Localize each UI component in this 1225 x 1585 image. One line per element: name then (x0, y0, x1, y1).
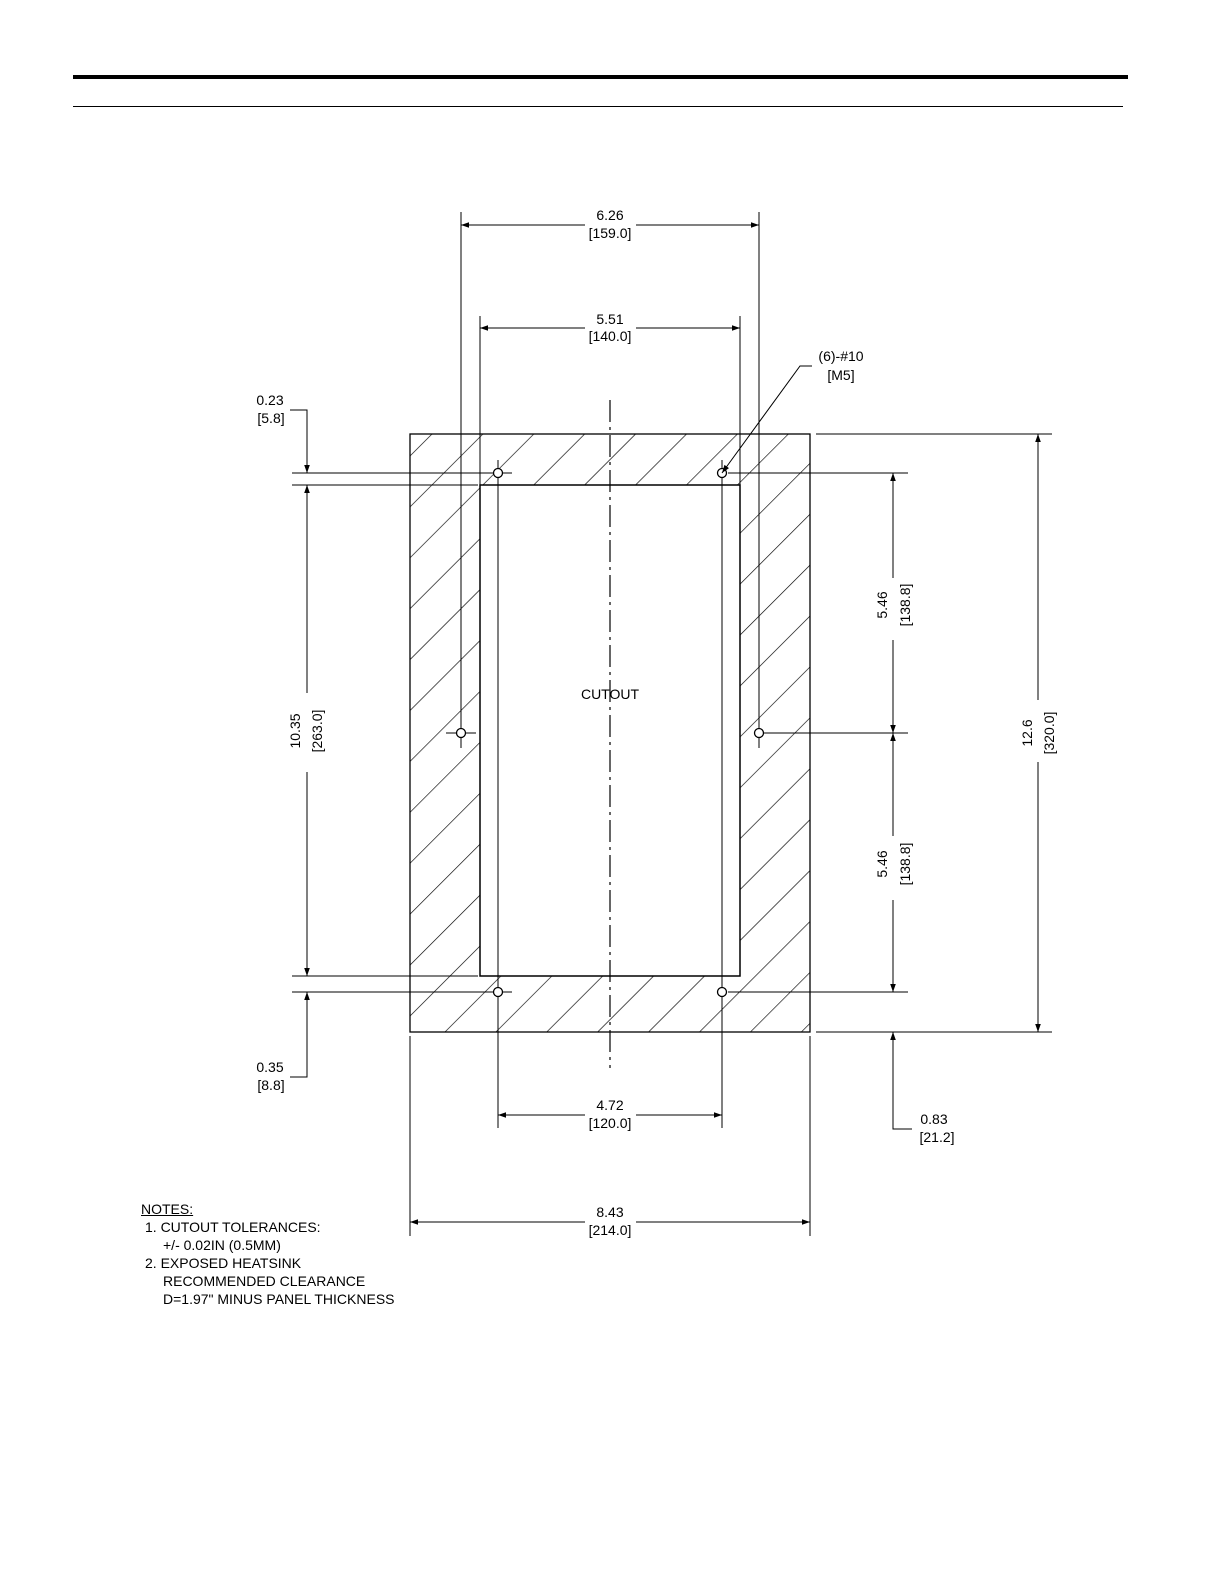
mounting-hole (494, 469, 503, 478)
notes-block: NOTES: 1. CUTOUT TOLERANCES: +/- 0.02IN … (141, 1200, 395, 1308)
dim-lower-hole-spacing-in: 5.46 (874, 850, 890, 877)
mounting-hole (457, 729, 466, 738)
dim-lower-hole-spacing-mm: [138.8] (897, 843, 913, 886)
dim-cutout-width-mm: [140.0] (589, 328, 632, 344)
dim-overall-height-in: 12.6 (1019, 719, 1035, 746)
dim-overall-width-mm: [214.0] (589, 1222, 632, 1238)
dim-overall-height-mm: [320.0] (1041, 712, 1057, 755)
dim-bottom-offset-in: 0.35 (256, 1059, 283, 1075)
dim-cutout-height-in: 10.35 (287, 713, 303, 748)
dim-overall-hole-width-mm: [159.0] (589, 225, 632, 241)
dim-overall-width-in: 8.43 (596, 1204, 623, 1220)
note-line: 1. CUTOUT TOLERANCES: (141, 1218, 395, 1236)
screw-metric-label: [M5] (827, 367, 854, 383)
dim-bottom-hole-width-mm: [120.0] (589, 1115, 632, 1131)
dim-cutout-width-in: 5.51 (596, 311, 623, 327)
dim-top-offset-in: 0.23 (256, 392, 283, 408)
cutout-label: CUTOUT (581, 686, 640, 702)
screw-count-label: (6)-#10 (818, 348, 863, 364)
dim-top-offset-mm: [5.8] (257, 410, 284, 426)
note-line: D=1.97" MINUS PANEL THICKNESS (141, 1290, 395, 1308)
note-line: RECOMMENDED CLEARANCE (141, 1272, 395, 1290)
dim-cutout-height-mm: [263.0] (309, 710, 325, 753)
dim-bottom-hole-width-in: 4.72 (596, 1097, 623, 1113)
dim-bottom-edge-offset-in: 0.83 (920, 1111, 947, 1127)
mounting-hole (494, 988, 503, 997)
note-line: 2. EXPOSED HEATSINK (141, 1254, 395, 1272)
mounting-hole (718, 988, 727, 997)
dim-bottom-offset-mm: [8.8] (257, 1077, 284, 1093)
dim-overall-hole-width-in: 6.26 (596, 207, 623, 223)
notes-header: NOTES: (141, 1200, 395, 1218)
mounting-hole (755, 729, 764, 738)
note-line: +/- 0.02IN (0.5MM) (141, 1236, 395, 1254)
dim-upper-hole-spacing-mm: [138.8] (897, 584, 913, 627)
dim-bottom-edge-offset-mm: [21.2] (919, 1129, 954, 1145)
dim-upper-hole-spacing-in: 5.46 (874, 591, 890, 618)
